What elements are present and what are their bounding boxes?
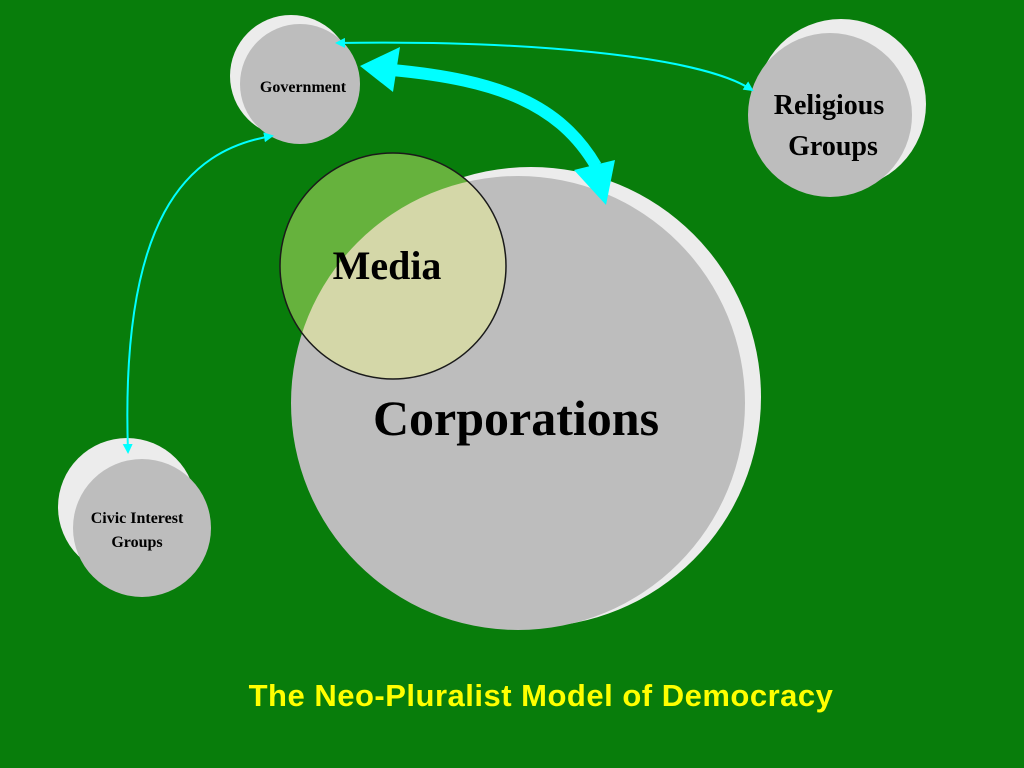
religious-groups-label-line1: Religious <box>774 90 885 121</box>
government-label: Government <box>260 79 347 96</box>
media-node: Media <box>279 152 507 380</box>
civic-interest-groups-node: Civic Interest Groups <box>58 438 211 597</box>
arrow-government-corporations-head-end <box>574 160 615 205</box>
government-node: Government <box>230 15 360 144</box>
arrow-government-corporations-shaft <box>391 64 602 170</box>
media-node-outline <box>279 152 507 380</box>
civic-interest-groups-label-line1: Civic Interest <box>91 510 184 527</box>
religious-groups-node-face <box>748 33 912 197</box>
corporations-label: Corporations <box>373 390 659 446</box>
religious-groups-node: Religious Groups <box>748 19 926 197</box>
arrow-government-civic-interest-groups <box>122 132 274 454</box>
media-label: Media <box>333 243 442 288</box>
arrow-government-religious-groups <box>335 37 754 92</box>
arrow-government-corporations-head-start <box>360 47 400 92</box>
civic-interest-groups-node-face <box>73 459 211 597</box>
religious-groups-label-line2: Groups <box>788 131 878 162</box>
government-node-face <box>240 24 360 144</box>
arrow-government-corporations <box>360 47 615 205</box>
civic-interest-groups-label-line2: Groups <box>111 534 162 551</box>
slide-caption: The Neo-Pluralist Model of Democracy <box>248 678 834 713</box>
